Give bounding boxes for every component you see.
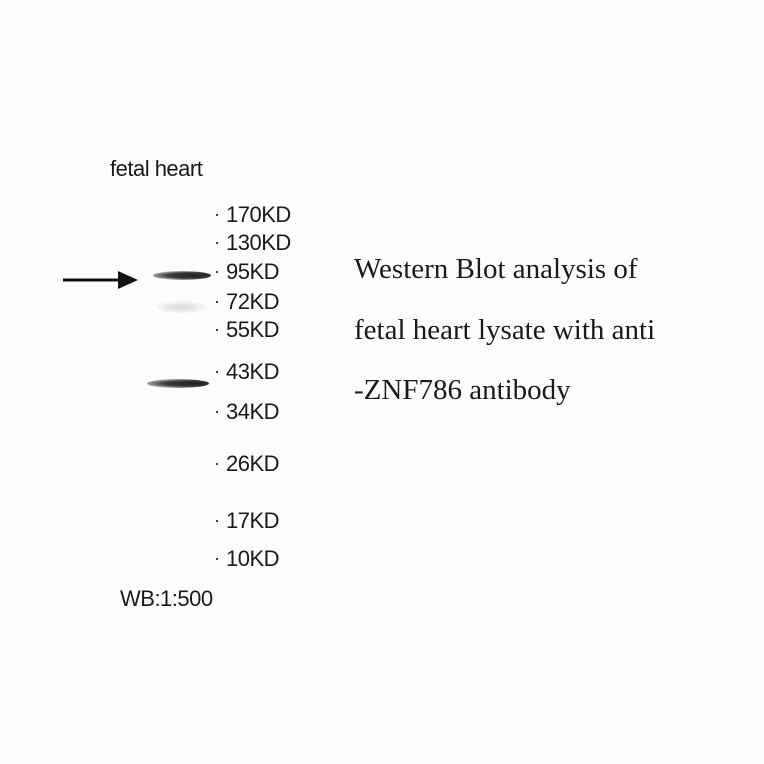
caption-line-1: Western Blot analysis of bbox=[354, 253, 638, 285]
band-95kd bbox=[153, 271, 211, 280]
marker-170kd: ·170KD bbox=[214, 202, 291, 227]
marker-26kd: ·26KD bbox=[214, 451, 280, 476]
marker-95kd: ·95KD bbox=[214, 259, 280, 284]
band-40kd bbox=[147, 379, 209, 388]
marker-34kd: ·34KD bbox=[214, 399, 280, 424]
marker-17kd: ·17KD bbox=[214, 508, 280, 533]
dilution-label: WB:1:500 bbox=[120, 586, 213, 611]
caption-line-3: -ZNF786 antibody bbox=[354, 374, 571, 406]
caption-line-2: fetal heart lysate with anti bbox=[354, 314, 656, 346]
band-faint-72kd bbox=[156, 301, 206, 313]
marker-10kd: ·10KD bbox=[214, 546, 280, 571]
marker-130kd: ·130KD bbox=[214, 230, 291, 255]
marker-72kd: ·72KD bbox=[214, 289, 280, 314]
marker-55kd: ·55KD bbox=[214, 317, 280, 342]
lane-label: fetal heart bbox=[110, 156, 203, 181]
marker-43kd: ·43KD bbox=[214, 359, 280, 384]
